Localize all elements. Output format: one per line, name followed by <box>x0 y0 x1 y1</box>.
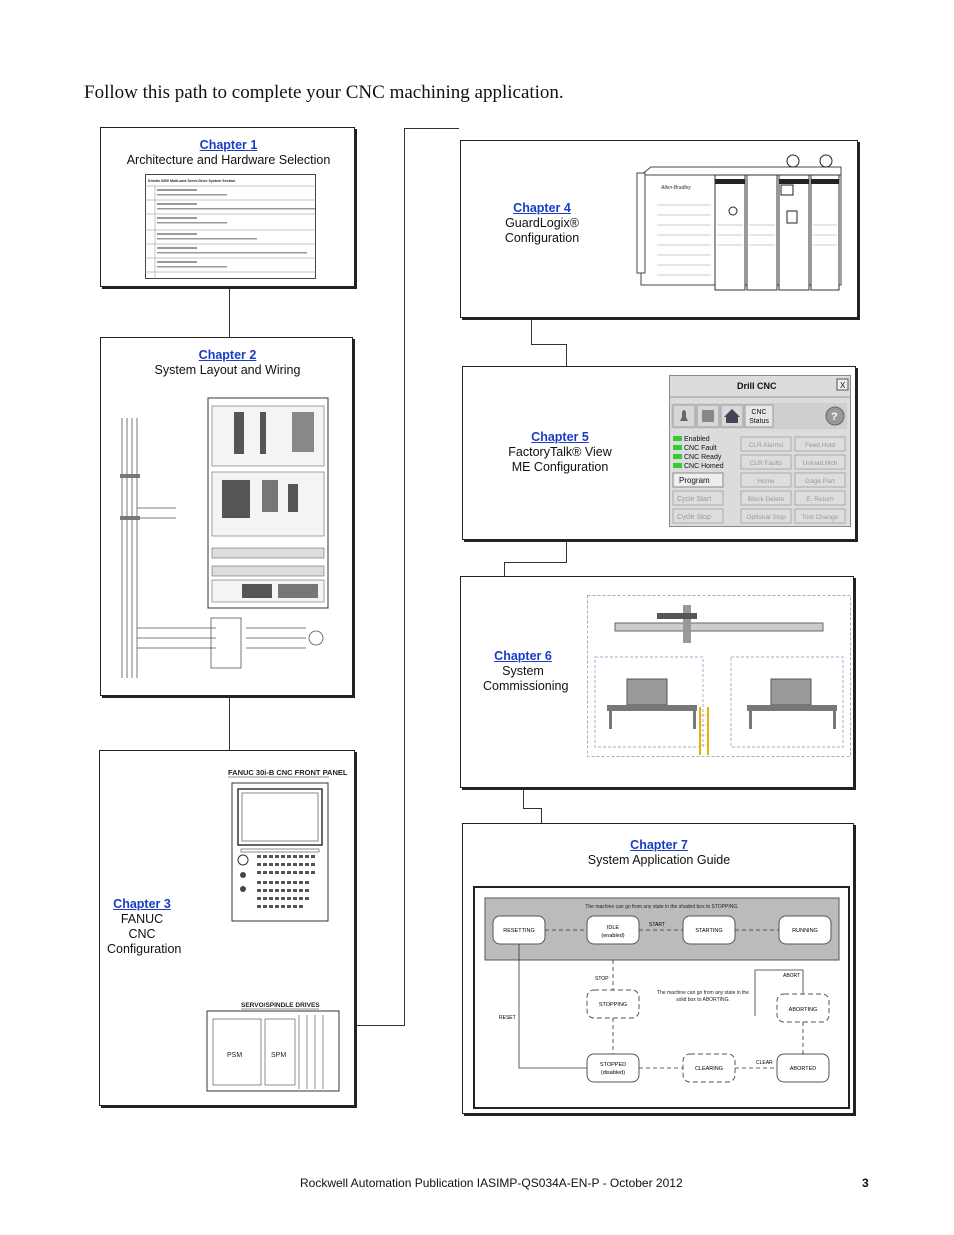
optional-stop-button[interactable]: Optional Stop <box>746 514 786 521</box>
connector <box>229 287 230 337</box>
chapter-3-title: FANUC CNC Configuration <box>107 912 182 956</box>
tool-change-button[interactable]: Tool Change <box>802 514 839 521</box>
alarm-bell-icon[interactable] <box>680 410 688 421</box>
connector <box>504 562 567 563</box>
connector <box>229 696 230 750</box>
chapter-2-box: Chapter 2 System Layout and Wiring <box>100 337 353 696</box>
chapter-7-link[interactable]: Chapter 7 <box>630 838 688 852</box>
clr-faults-button[interactable]: CLR Faults <box>750 460 783 467</box>
fanuc-panel-title: FANUC 30i-B CNC FRONT PANEL <box>228 768 348 777</box>
chapter-2-title: System Layout and Wiring <box>154 363 301 377</box>
chapter-7-title: System Application Guide <box>587 853 731 867</box>
hardware-table-title: Kinetix 6000 Multi-axis Servo Drive Syst… <box>148 179 235 183</box>
chapter-4-link[interactable]: Chapter 4 <box>513 201 571 215</box>
chapter-1-box: Chapter 1 Architecture and Hardware Sele… <box>100 127 355 287</box>
connector <box>355 1025 405 1026</box>
chapter-2-link[interactable]: Chapter 2 <box>198 348 257 362</box>
connector <box>531 318 532 344</box>
indicator-cnc-ready: CNC Ready <box>684 454 722 461</box>
note-mid: The machine can go from any state in the… <box>657 990 749 1003</box>
connector <box>531 344 566 345</box>
state-aborting: ABORTING <box>789 1007 818 1013</box>
tool-icon[interactable] <box>702 410 714 422</box>
indicator-cnc-fault: CNC Fault <box>684 445 717 452</box>
chapter-7-box: Chapter 7 System Application Guide The m… <box>462 823 854 1114</box>
hardware-table-thumbnail: Kinetix 6000 Multi-axis Servo Drive Syst… <box>145 174 316 279</box>
state-running: RUNNING <box>792 928 818 934</box>
state-starting: STARTING <box>695 928 722 934</box>
connector <box>404 128 459 129</box>
publication-footer: Rockwell Automation Publication IASIMP-Q… <box>300 1176 683 1190</box>
home-icon[interactable] <box>724 409 740 423</box>
chapter-6-title: System Commissioning <box>483 664 569 693</box>
chapter-1-link[interactable]: Chapter 1 <box>199 138 258 152</box>
chapter-1-title: Architecture and Hardware Selection <box>126 153 331 167</box>
program-button[interactable]: Program <box>679 476 710 485</box>
cycle-stop-button[interactable]: Cycle Stop <box>677 514 711 521</box>
connector <box>504 562 505 576</box>
fanuc-panel-thumbnail: FANUC 30i-B CNC FRONT PANEL SERVO/SPINDL… <box>206 768 348 1092</box>
chapter-6-link[interactable]: Chapter 6 <box>494 649 552 663</box>
drives-title: SERVO/SPINDLE DRIVES <box>241 1002 320 1009</box>
home-button[interactable]: Home <box>757 478 775 485</box>
unload-mch-button[interactable]: Unload Mch <box>803 460 838 467</box>
chapter-4-box: Chapter 4 GuardLogix® Configuration Alle… <box>460 140 858 318</box>
hmi-title: Drill CNC <box>737 381 777 391</box>
connector <box>566 540 567 562</box>
page-number: 3 <box>862 1176 869 1190</box>
state-model-diagram: The machine can go from any state in the… <box>473 886 850 1109</box>
e-return-button[interactable]: E. Return <box>806 496 834 503</box>
help-icon[interactable] <box>825 406 845 426</box>
state-idle-sub: (enabled) <box>601 933 624 939</box>
state-stopped-sub: (disabled) <box>601 1070 625 1076</box>
intro-text: Follow this path to complete your CNC ma… <box>84 82 564 103</box>
state-resetting: RESETTING <box>503 928 534 934</box>
psm-label: PSM <box>227 1052 242 1059</box>
transition-start: START <box>649 922 665 928</box>
connector <box>404 128 405 1026</box>
state-idle: IDLE <box>607 925 620 931</box>
svg-text:?: ? <box>831 411 838 423</box>
hmi-close-icon[interactable]: X <box>840 381 846 390</box>
chapter-6-box: Chapter 6 System Commissioning <box>460 576 854 788</box>
transition-abort: ABORT <box>783 973 800 979</box>
transition-reset: RESET <box>499 1015 516 1021</box>
chapter-5-link[interactable]: Chapter 5 <box>531 430 589 444</box>
spm-label: SPM <box>271 1052 286 1059</box>
wiring-diagram-thumbnail <box>120 397 329 678</box>
transition-stop: STOP <box>595 976 609 982</box>
connector <box>566 344 567 366</box>
block-delete-button[interactable]: Block Delete <box>748 496 785 503</box>
chapter-3-box: Chapter 3 FANUC CNC Configuration FANUC … <box>99 750 355 1106</box>
indicator-enabled: Enabled <box>684 436 710 443</box>
cnc-status-button[interactable]: CNC Status <box>749 409 769 425</box>
connector <box>541 808 542 823</box>
state-clearing: CLEARING <box>695 1066 723 1072</box>
chapter-5-title: FactoryTalk® View ME Configuration <box>508 445 612 474</box>
chapter-5-box: Chapter 5 FactoryTalk® View ME Configura… <box>462 366 856 540</box>
connector <box>523 788 524 808</box>
clr-alarms-button[interactable]: CLR Alarms <box>749 442 784 449</box>
chapter-4-title: GuardLogix® Configuration <box>504 216 580 245</box>
state-stopping: STOPPING <box>599 1002 627 1008</box>
note-top: The machine can go from any state in the… <box>585 904 738 910</box>
transition-clear: CLEAR <box>756 1060 773 1066</box>
brand-label: Allen-Bradley <box>660 185 691 191</box>
hmi-screen-thumbnail: Drill CNC X CNC Status ? Enabled CNC Fau… <box>669 375 851 527</box>
gage-part-button[interactable]: Gage Part <box>805 478 835 485</box>
state-aborted: ABORTED <box>790 1066 817 1072</box>
chapter-3-link[interactable]: Chapter 3 <box>113 897 171 911</box>
cycle-start-button[interactable]: Cycle Start <box>677 496 711 503</box>
feed-hold-button[interactable]: Feed Hold <box>805 442 835 449</box>
connector <box>523 808 541 809</box>
indicator-cnc-homed: CNC Homed <box>684 463 724 470</box>
guardlogix-chassis-thumbnail: Allen-Bradley <box>636 154 842 291</box>
state-stopped: STOPPED <box>600 1062 626 1068</box>
commissioning-layout-thumbnail <box>587 595 851 757</box>
